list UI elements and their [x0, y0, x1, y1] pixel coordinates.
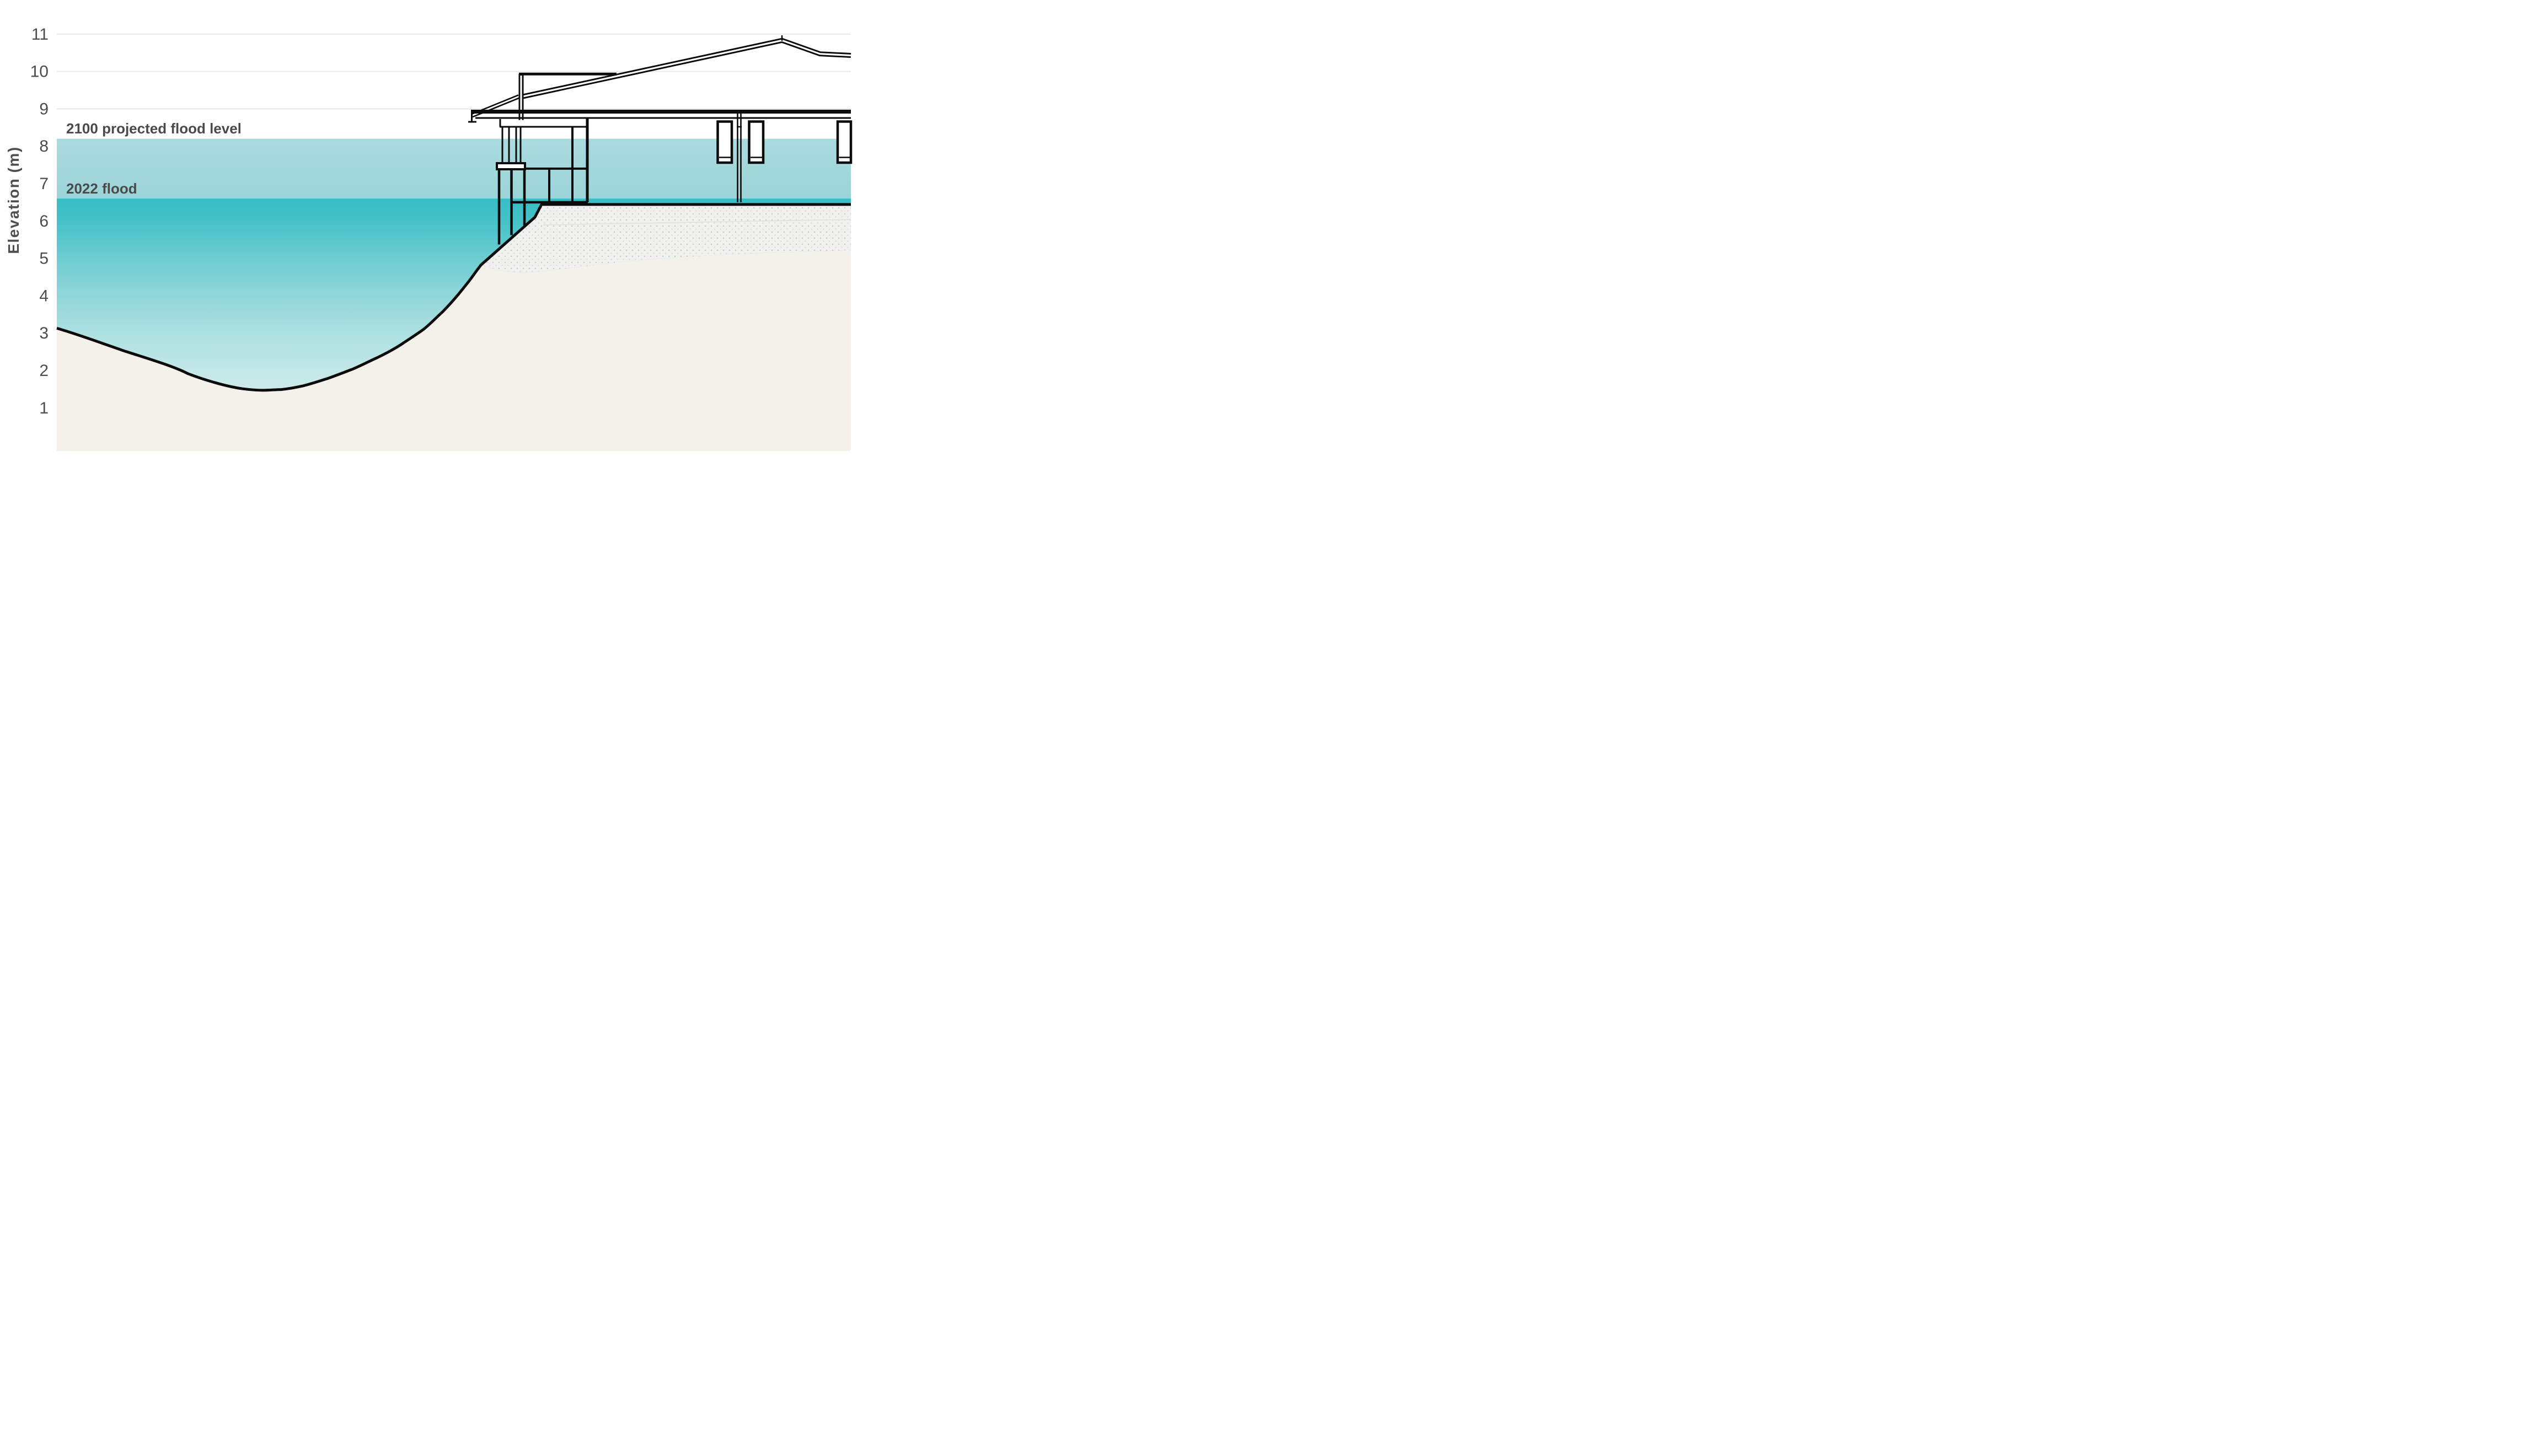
y-axis: 11 10 9 8 7 6 5 4 3 2 1 Elevation (m): [5, 25, 49, 417]
porch-posts: [501, 127, 522, 164]
y-tick-7: 7: [39, 175, 49, 193]
y-tick-10: 10: [30, 63, 49, 81]
y-tick-11: 11: [31, 25, 49, 44]
understorey-frame: [511, 118, 589, 204]
y-tick-6: 6: [39, 212, 49, 230]
y-tick-8: 8: [39, 137, 49, 155]
main-roof-outline: [521, 37, 851, 100]
window: [836, 120, 853, 164]
window: [716, 120, 733, 164]
flood-elevation-cross-section-chart: 11 10 9 8 7 6 5 4 3 2 1 Elevation (m) 21…: [5, 25, 853, 451]
ground-terrain: [57, 250, 851, 451]
window: [748, 120, 765, 164]
y-tick-2: 2: [39, 362, 49, 380]
main-roof-core: [521, 39, 851, 98]
fill-layer-boundary: [543, 219, 851, 225]
y-axis-title: Elevation (m): [5, 146, 22, 254]
y-tick-9: 9: [39, 100, 49, 118]
flood-2022-label: 2022 flood: [66, 180, 137, 197]
y-tick-1: 1: [39, 399, 49, 417]
flood-2100-label: 2100 projected flood level: [66, 120, 242, 137]
house-cross-section: [468, 35, 853, 245]
y-tick-5: 5: [39, 250, 49, 268]
y-tick-3: 3: [39, 324, 49, 342]
windows: [716, 120, 853, 164]
terrain-surface-line: [56, 203, 851, 392]
downpipe: [737, 113, 742, 202]
y-tick-4: 4: [39, 287, 49, 305]
gridlines: [57, 33, 851, 110]
pier-cap: [496, 162, 526, 170]
